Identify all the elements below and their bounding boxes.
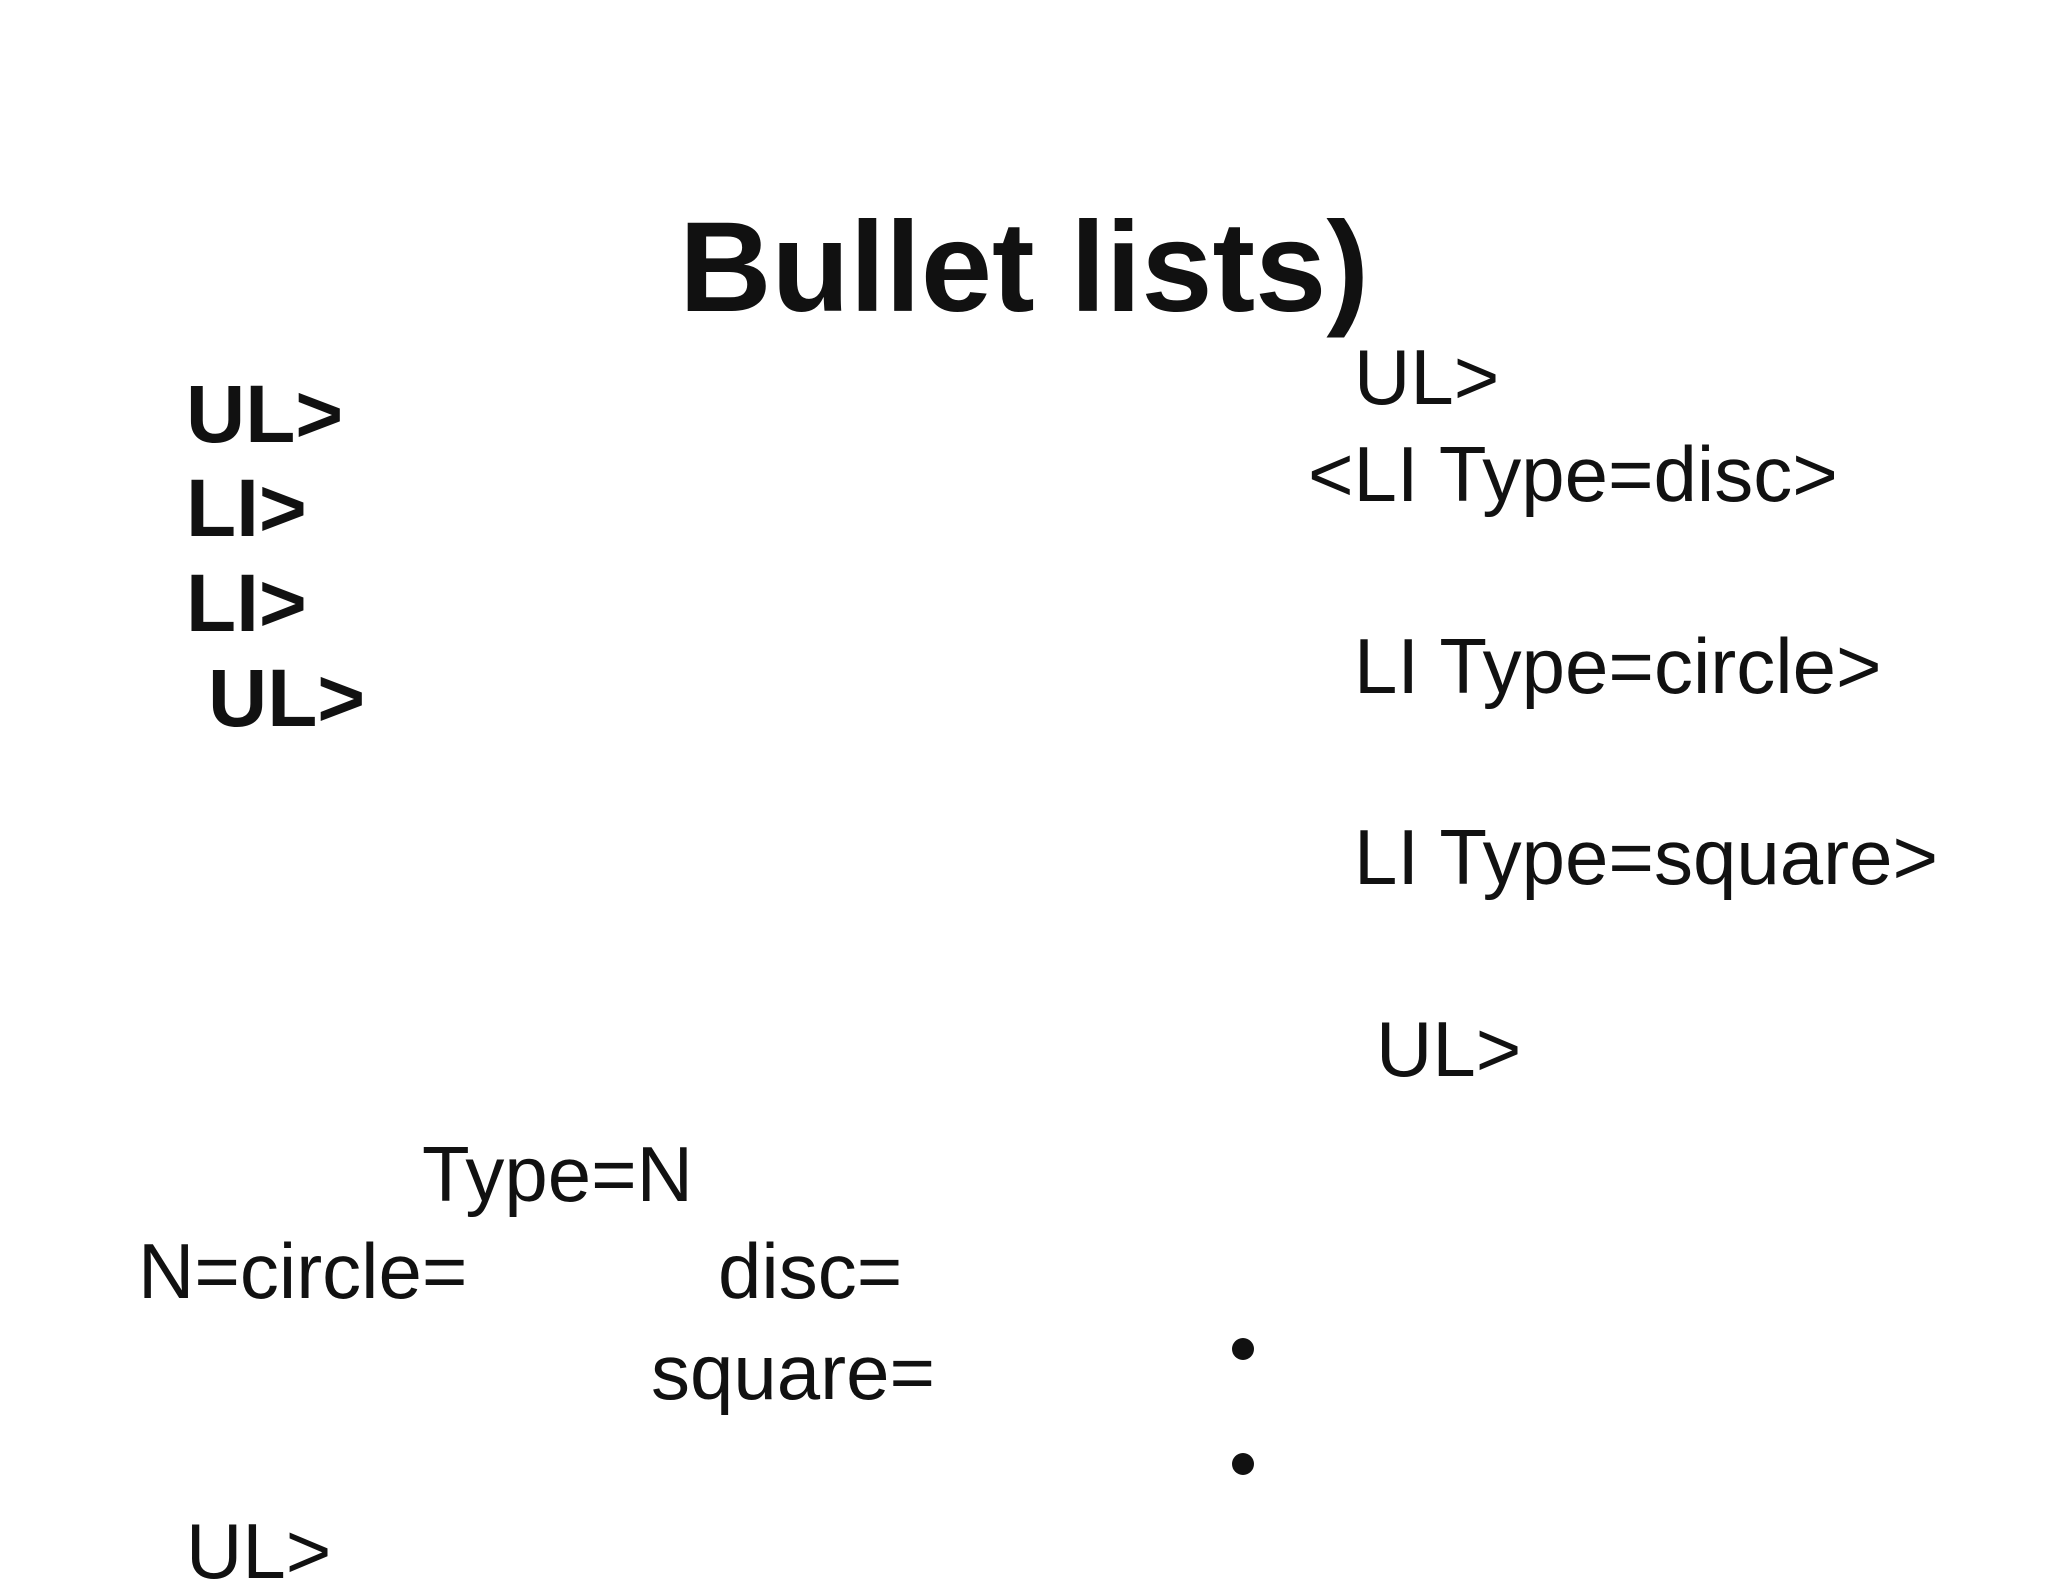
slide-title: Bullet lists) xyxy=(679,196,1369,339)
disc-label: disc= xyxy=(718,1227,903,1315)
disc-bullet-icon xyxy=(1232,1453,1254,1475)
disc-bullet-icon xyxy=(1232,1338,1254,1360)
n-circle-label: N=circle= xyxy=(138,1227,468,1315)
right-code-li-circle: LI Type=circle> xyxy=(1354,622,1882,710)
right-code-li-disc: <LI Type=disc> xyxy=(1308,430,1838,518)
right-code-ul-close: UL> xyxy=(1376,1005,1522,1093)
left-code-li-2: LI> xyxy=(186,558,307,649)
right-code-li-square: LI Type=square> xyxy=(1354,813,1939,901)
left-code-li-1: LI> xyxy=(186,463,307,554)
left-code-ul-open: UL> xyxy=(186,369,344,460)
bottom-partial-ul: UL> xyxy=(186,1507,332,1595)
right-code-ul-open: UL> xyxy=(1354,333,1500,421)
left-code-ul-close: UL> xyxy=(208,653,366,744)
slide: Bullet lists) UL> LI> LI> UL> UL> <LI Ty… xyxy=(138,196,1939,1590)
square-label: square= xyxy=(651,1328,936,1416)
type-heading: Type=N xyxy=(422,1130,693,1218)
